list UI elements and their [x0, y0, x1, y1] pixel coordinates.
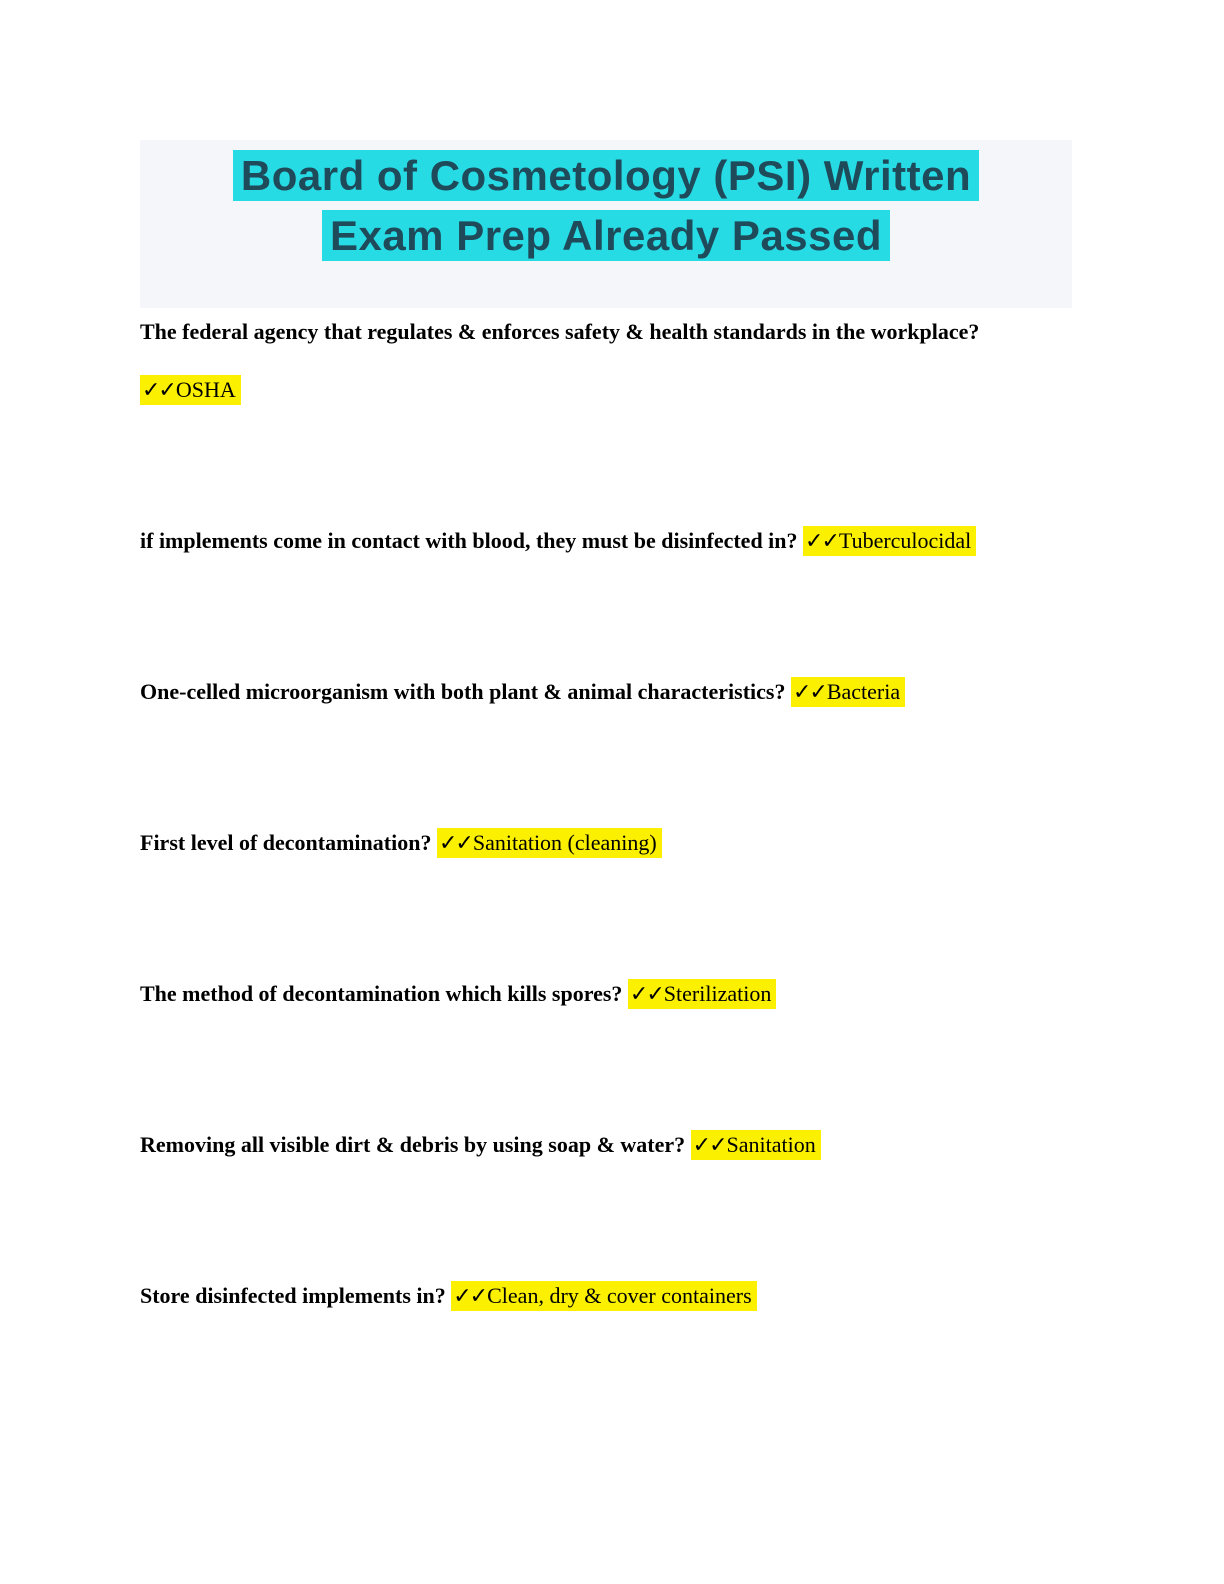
answer-line: ✓✓Tuberculocidal	[803, 526, 977, 556]
answer-line: ✓✓Sanitation (cleaning)	[436, 828, 662, 858]
checkmarks-icon: ✓✓	[629, 982, 665, 1007]
answer-highlight: ✓✓Clean, dry & cover containers	[451, 1281, 757, 1311]
answer-text: Bacteria	[826, 679, 901, 704]
checkmarks-icon: ✓✓	[453, 1284, 488, 1309]
checkmarks-icon: ✓✓	[805, 529, 840, 554]
page-title-line-2: Exam Prep Already Passed	[321, 210, 891, 261]
qa-item: The method of decontamination which kill…	[140, 978, 1090, 1010]
question-text: Store disinfected implements in?	[140, 1283, 446, 1308]
question-text: The federal agency that regulates & enfo…	[140, 319, 980, 344]
answer-highlight: ✓✓Tuberculocidal	[803, 526, 977, 556]
checkmarks-icon: ✓✓	[438, 831, 474, 856]
answer-line: ✓✓OSHA	[140, 374, 1090, 406]
checkmarks-icon: ✓✓	[142, 378, 177, 403]
checkmarks-icon: ✓✓	[792, 680, 828, 705]
answer-highlight: ✓✓Sanitation	[690, 1130, 821, 1160]
answer-text: Sterilization	[663, 981, 772, 1006]
qa-item: Removing all visible dirt & debris by us…	[140, 1129, 1090, 1161]
qa-item: One-celled microorganism with both plant…	[140, 676, 1090, 708]
answer-highlight: ✓✓OSHA	[140, 375, 241, 405]
question-text: Removing all visible dirt & debris by us…	[140, 1132, 686, 1157]
question-text: One-celled microorganism with both plant…	[140, 679, 786, 704]
answer-text: Clean, dry & cover containers	[487, 1283, 752, 1308]
answer-highlight: ✓✓Sanitation (cleaning)	[436, 828, 662, 858]
qa-item: if implements come in contact with blood…	[140, 525, 1090, 557]
answer-text: Tuberculocidal	[838, 528, 972, 553]
answer-line: ✓✓Sanitation	[690, 1130, 821, 1160]
qa-item: The federal agency that regulates & enfo…	[140, 316, 1090, 406]
qa-list: The federal agency that regulates & enfo…	[140, 316, 1090, 1312]
answer-text: Sanitation	[726, 1132, 816, 1157]
answer-line: ✓✓Sterilization	[627, 979, 777, 1009]
checkmarks-icon: ✓✓	[692, 1133, 728, 1158]
answer-text: OSHA	[175, 377, 236, 402]
answer-highlight: ✓✓Bacteria	[790, 677, 906, 707]
qa-item: Store disinfected implements in? ✓✓Clean…	[140, 1280, 1090, 1312]
question-text: The method of decontamination which kill…	[140, 981, 623, 1006]
qa-item: First level of decontamination? ✓✓Sanita…	[140, 827, 1090, 859]
answer-highlight: ✓✓Sterilization	[627, 979, 777, 1009]
answer-text: Sanitation (cleaning)	[472, 830, 657, 855]
answer-line: ✓✓Bacteria	[790, 677, 906, 707]
page-title-line-1: Board of Cosmetology (PSI) Written	[232, 150, 980, 201]
answer-line: ✓✓Clean, dry & cover containers	[451, 1281, 757, 1311]
question-text: First level of decontamination?	[140, 830, 432, 855]
question-text: if implements come in contact with blood…	[140, 528, 798, 553]
